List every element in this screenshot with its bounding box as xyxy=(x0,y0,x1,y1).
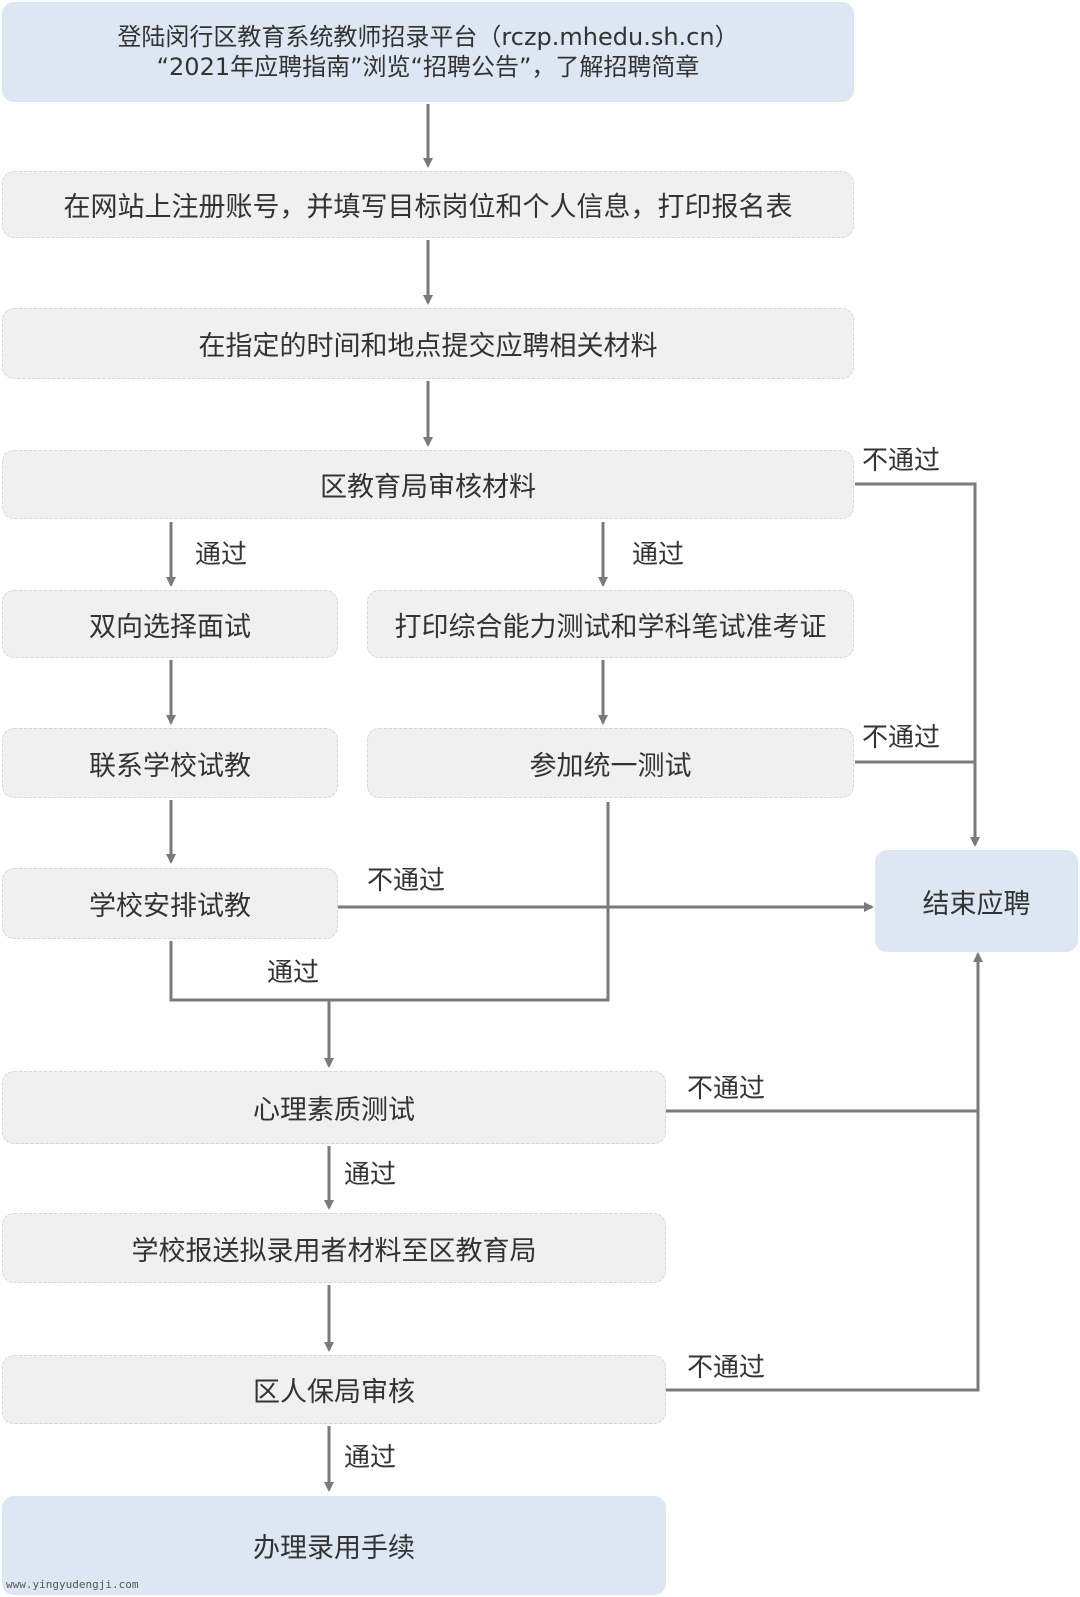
step-interview: 双向选择面试 xyxy=(2,590,338,658)
step-end-label: 结束应聘 xyxy=(922,888,1031,920)
step-submit-label: 在指定的时间和地点提交应聘相关材料 xyxy=(198,331,658,362)
step-school-trial-label: 学校安排试教 xyxy=(89,891,251,922)
label-review-fail: 不通过 xyxy=(862,446,941,476)
step-end: 结束应聘 xyxy=(875,850,1078,952)
step-login-line2: “2021年应聘指南”浏览“招聘公告”，了解招聘简章 xyxy=(156,53,700,81)
step-hire-label: 办理录用手续 xyxy=(253,1533,415,1564)
label-hr-fail: 不通过 xyxy=(687,1353,766,1383)
step-contact-school-label: 联系学校试教 xyxy=(89,750,251,782)
step-psych-test-label: 心理素质测试 xyxy=(253,1095,415,1126)
step-school-report-label: 学校报送拟录用者材料至区教育局 xyxy=(131,1235,537,1267)
step-login-line1: 登陆闵行区教育系统教师招录平台（rczp.mhedu.sh.cn） xyxy=(117,23,739,51)
step-login: 登陆闵行区教育系统教师招录平台（rczp.mhedu.sh.cn） “2021年… xyxy=(2,2,854,102)
step-print-ticket: 打印综合能力测试和学科笔试准考证 xyxy=(367,590,854,658)
step-unified-test: 参加统一测试 xyxy=(367,728,854,798)
step-school-trial: 学校安排试教 xyxy=(2,868,338,939)
step-district-review-label: 区教育局审核材料 xyxy=(320,472,536,503)
step-psych-test: 心理素质测试 xyxy=(2,1071,666,1144)
label-review-pass-left: 通过 xyxy=(195,540,248,570)
label-test-fail: 不通过 xyxy=(862,723,941,753)
label-psych-pass: 通过 xyxy=(344,1160,397,1190)
step-hire: 办理录用手续 xyxy=(2,1496,666,1595)
step-print-ticket-label: 打印综合能力测试和学科笔试准考证 xyxy=(394,611,827,643)
step-contact-school: 联系学校试教 xyxy=(2,728,338,798)
step-register: 在网站上注册账号，并填写目标岗位和个人信息，打印报名表 xyxy=(2,171,854,238)
label-trial-pass: 通过 xyxy=(267,958,320,988)
step-school-report: 学校报送拟录用者材料至区教育局 xyxy=(2,1213,666,1283)
watermark: www.yingyudengji.com xyxy=(6,1578,139,1591)
connector-trial-pass-merge xyxy=(169,802,610,1002)
step-hr-review: 区人保局审核 xyxy=(2,1355,666,1424)
step-register-label: 在网站上注册账号，并填写目标岗位和个人信息，打印报名表 xyxy=(63,192,793,223)
connector-review-fail xyxy=(855,482,980,847)
label-review-pass-right: 通过 xyxy=(632,540,685,570)
label-hr-pass: 通过 xyxy=(344,1443,397,1473)
step-hr-review-label: 区人保局审核 xyxy=(253,1377,415,1408)
label-psych-fail: 不通过 xyxy=(687,1074,766,1104)
connector-hr-fail xyxy=(666,952,983,1392)
step-submit: 在指定的时间和地点提交应聘相关材料 xyxy=(2,308,854,379)
step-unified-test-label: 参加统一测试 xyxy=(529,750,692,782)
step-district-review: 区教育局审核材料 xyxy=(2,450,854,519)
step-interview-label: 双向选择面试 xyxy=(89,611,251,643)
label-trial-fail: 不通过 xyxy=(367,866,446,896)
